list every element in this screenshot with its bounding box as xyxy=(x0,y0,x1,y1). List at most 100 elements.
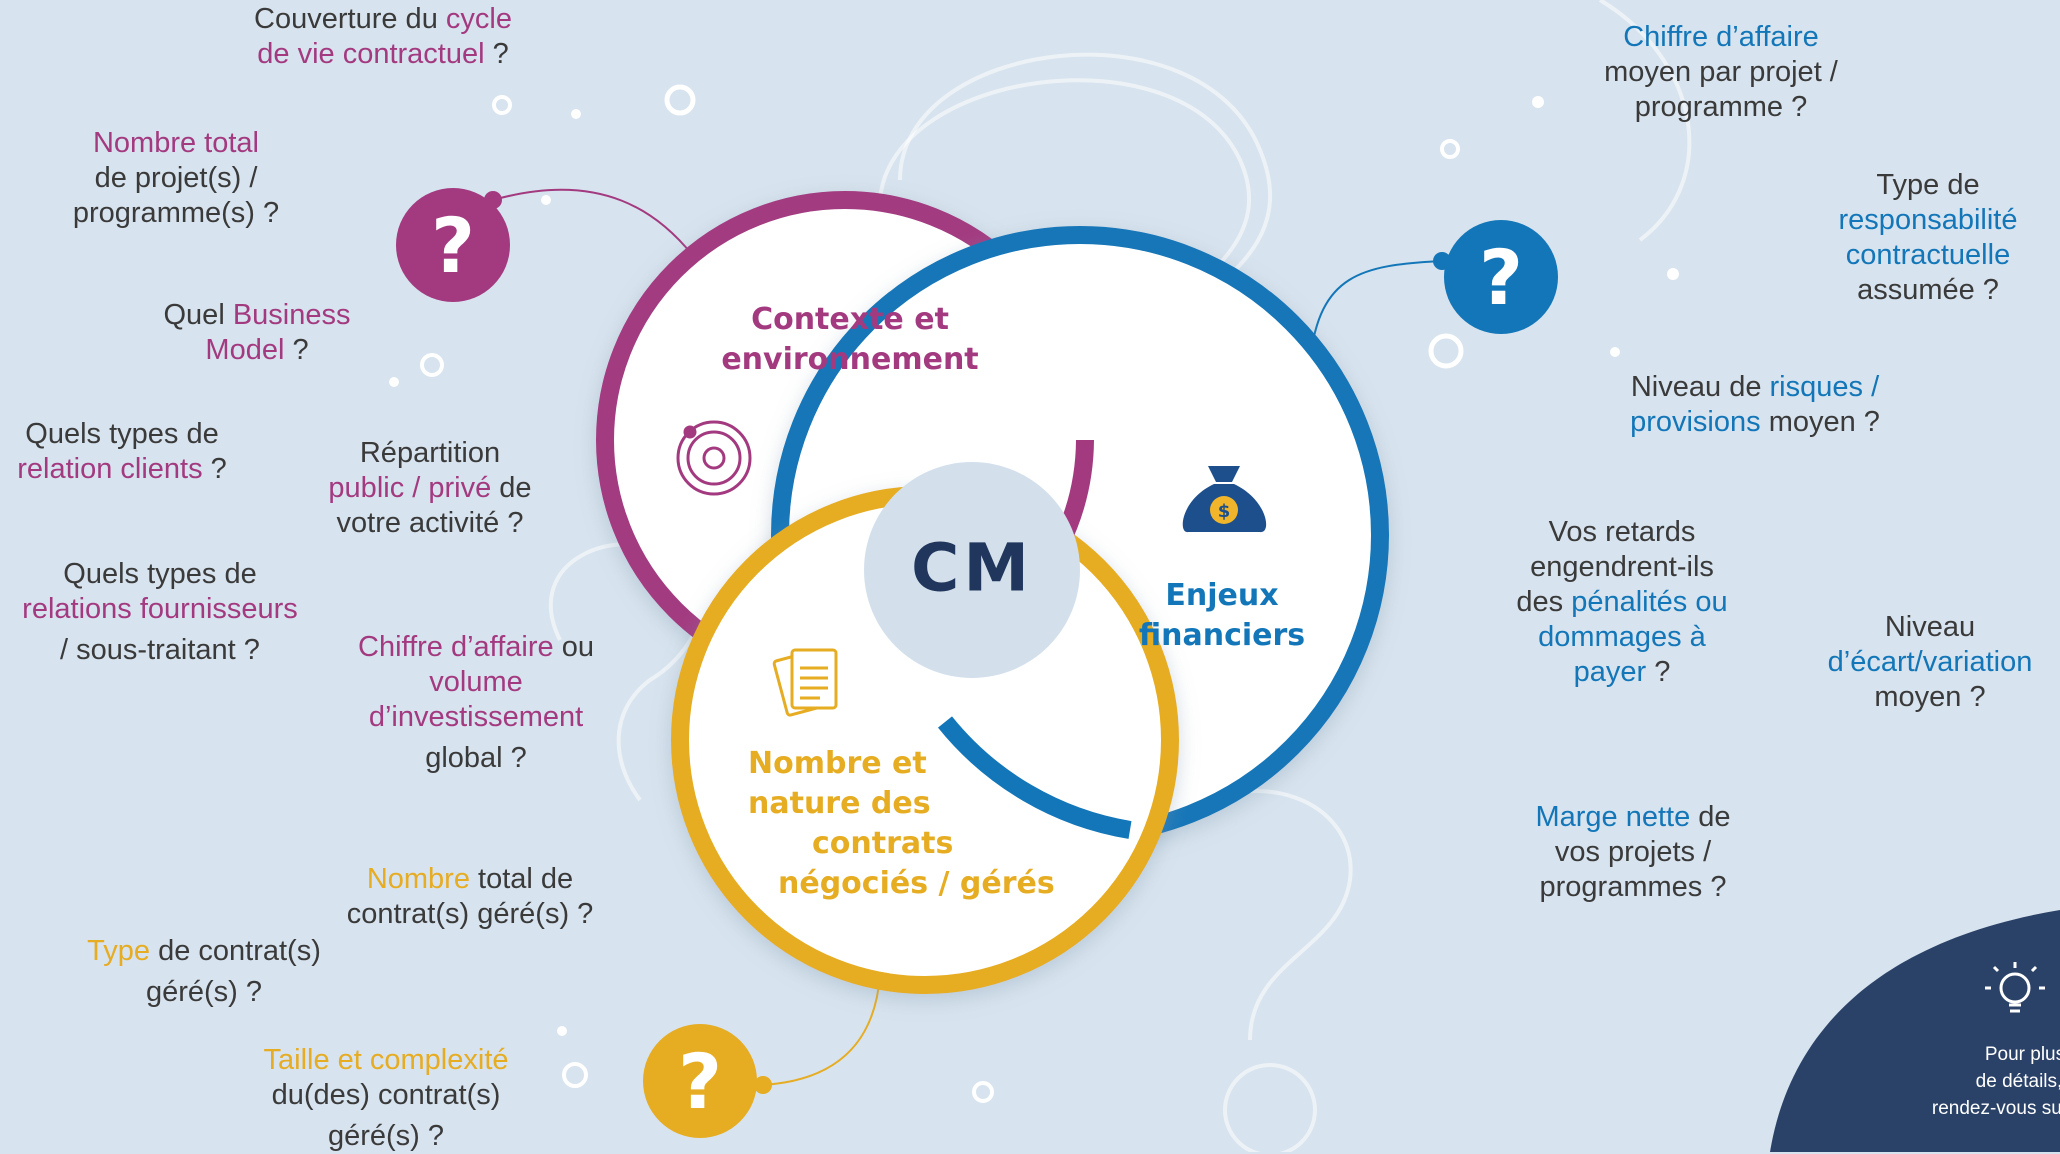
text: moyen ? xyxy=(1760,406,1880,438)
question-marge: Marge nette de vos projets / programmes … xyxy=(1535,800,1730,905)
text: de projet(s) / xyxy=(94,162,258,194)
highlight: pénalités ou xyxy=(1571,586,1728,618)
text: moyen ? xyxy=(1874,681,1986,713)
text: Quel xyxy=(163,299,233,331)
svg-text:$: $ xyxy=(1218,501,1231,522)
context-label-line1: Contexte et xyxy=(751,302,949,337)
highlight: responsabilité xyxy=(1838,204,2018,236)
highlight: Chiffre d’affaire xyxy=(1623,21,1819,53)
highlight: Business xyxy=(232,299,351,331)
center-core xyxy=(864,462,1080,678)
highlight: Nombre total xyxy=(92,127,259,159)
question-nb-projets: Nombre total de projet(s) / programme(s)… xyxy=(73,126,279,231)
text: ? xyxy=(284,334,309,366)
svg-text:?: ? xyxy=(678,1037,722,1126)
text: votre activité ? xyxy=(336,507,524,539)
question-ca-investissement: Chiffre d’affaire ou volume d’investisse… xyxy=(358,630,594,776)
question-relations-fournisseurs: Quels types de relations fournisseurs / … xyxy=(22,557,298,668)
svg-text:?: ? xyxy=(1479,233,1523,322)
finance-label: Enjeux financiers xyxy=(1139,576,1305,656)
question-cycle: Couverture du cycle de vie contractuel ? xyxy=(254,2,512,72)
highlight: Chiffre d’affaire xyxy=(358,631,554,663)
highlight: Taille et complexité xyxy=(263,1044,509,1076)
contracts-label: Nombre et nature des contrats négociés /… xyxy=(748,744,1055,904)
question-responsabilite: Type de responsabilité contractuelle ass… xyxy=(1839,168,2018,308)
highlight: payer xyxy=(1573,656,1647,688)
highlight: d’écart/variation xyxy=(1827,646,2033,678)
text: moyen par projet / xyxy=(1604,56,1838,88)
text: de contrat(s) xyxy=(150,935,321,967)
question-nb-contrats: Nombre total de contrat(s) géré(s) ? xyxy=(347,862,594,932)
text: assumée ? xyxy=(1857,274,1999,306)
text: Type de xyxy=(1876,169,1980,201)
lightbulb-icon xyxy=(1985,962,2045,1013)
highlight: de vie contractuel xyxy=(257,38,485,70)
highlight: relation clients xyxy=(17,453,203,485)
highlight: risques / xyxy=(1769,371,1880,403)
corner-panel xyxy=(1770,910,2060,1152)
highlight: Nombre xyxy=(366,863,470,895)
text: engendrent-ils xyxy=(1530,551,1714,583)
question-ecart: Niveau d’écart/variation moyen ? xyxy=(1828,610,2033,715)
connector-dot-yellow xyxy=(754,1076,772,1094)
text: Quels types de xyxy=(25,418,219,450)
connector-magenta xyxy=(492,188,701,266)
highlight: Marge nette xyxy=(1535,801,1691,833)
text: du(des) contrat(s) xyxy=(271,1079,501,1111)
text: / sous-traitant ? xyxy=(60,634,260,666)
center-title: CM xyxy=(910,529,1034,607)
context-label-line2: environnement xyxy=(721,342,979,377)
highlight: volume xyxy=(429,666,523,698)
text: contrat(s) géré(s) ? xyxy=(346,898,594,930)
finance-arc-overlap xyxy=(937,716,1132,839)
finance-label-line1: Enjeux xyxy=(1165,578,1279,613)
contracts-label-line2: nature des xyxy=(748,786,931,821)
text: programme(s) ? xyxy=(72,197,280,229)
highlight: cycle xyxy=(445,3,512,35)
text: Répartition xyxy=(359,437,501,469)
question-risques: Niveau de risques / provisions moyen ? xyxy=(1630,370,1880,440)
question-relation-clients: Quels types de relation clients ? xyxy=(17,417,227,487)
corner-line2: de détails, xyxy=(1975,1071,2060,1092)
decorative-dots xyxy=(389,84,1679,1103)
question-business-model: Quel Business Model ? xyxy=(164,298,351,368)
documents-icon xyxy=(772,648,838,717)
text: vos projets / xyxy=(1554,836,1712,868)
text: des xyxy=(1516,586,1572,618)
text: Niveau de xyxy=(1630,371,1770,403)
question-mark-icon: ? xyxy=(643,1024,757,1138)
text: ou xyxy=(553,631,594,663)
money-bag-icon: $ xyxy=(1182,466,1267,533)
text: Quels types de xyxy=(63,558,257,590)
highlight: d’investissement xyxy=(368,701,584,733)
text: de xyxy=(491,472,532,504)
highlight: dommages à xyxy=(1538,621,1706,653)
text: Niveau xyxy=(1884,611,1976,643)
text: total de xyxy=(469,863,574,895)
text: géré(s) ? xyxy=(327,1120,445,1152)
connector-yellow xyxy=(762,974,881,1086)
text: ? xyxy=(202,453,227,485)
corner-link-text[interactable]: Pour plus de détails, rendez-vous sur xyxy=(1932,1041,2060,1122)
contracts-label-line4: négociés / gérés xyxy=(778,866,1055,901)
text: programme ? xyxy=(1634,91,1808,123)
highlight: public / privé xyxy=(328,472,492,504)
question-type-contrat: Type de contrat(s) géré(s) ? xyxy=(87,934,321,1010)
corner-line3: rendez-vous sur xyxy=(1931,1098,2060,1119)
highlight: contractuelle xyxy=(1845,239,2011,271)
highlight: Model xyxy=(205,334,285,366)
corner-line1: Pour plus xyxy=(1984,1044,2060,1065)
highlight: provisions xyxy=(1630,406,1761,438)
finance-label-line2: financiers xyxy=(1138,618,1306,653)
text: Vos retards xyxy=(1548,516,1696,548)
svg-text:?: ? xyxy=(431,201,475,290)
text: ? xyxy=(484,38,509,70)
contracts-label-line3: contrats xyxy=(812,826,954,861)
text: ? xyxy=(1646,656,1671,688)
text: programmes ? xyxy=(1539,871,1727,903)
question-ca-projet: Chiffre d’affaire moyen par projet / pro… xyxy=(1604,20,1838,125)
question-retards: Vos retards engendrent-ils des pénalités… xyxy=(1516,515,1727,690)
highlight: relations fournisseurs xyxy=(22,593,298,625)
question-repartition: Répartition public / privé de votre acti… xyxy=(328,436,531,541)
